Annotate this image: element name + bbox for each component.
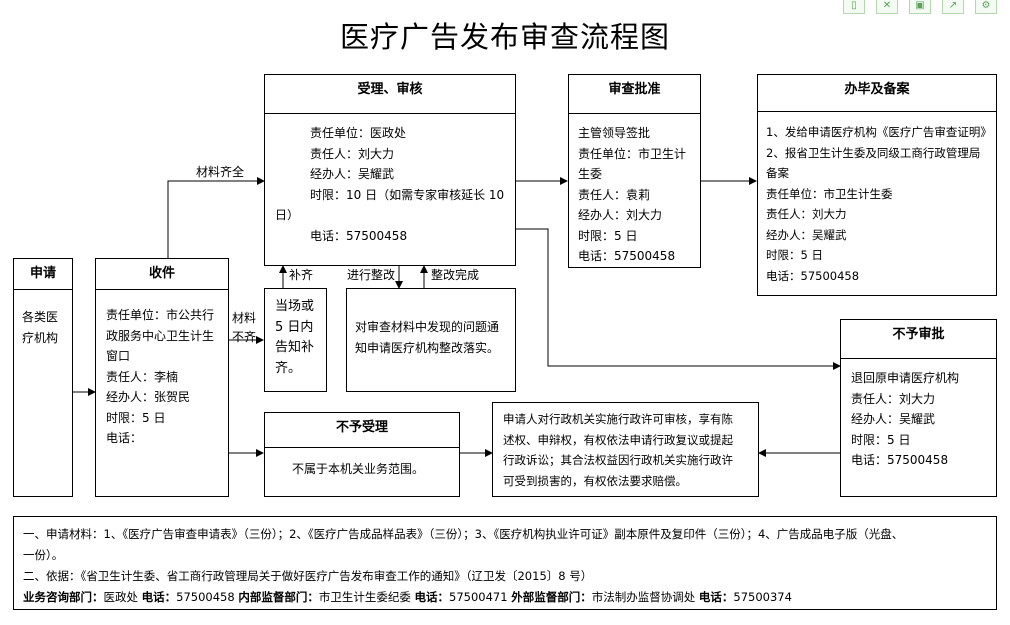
label-rectify: 进行整改	[347, 268, 396, 282]
notes-box: 一、申请材料：1、《医疗广告审查申请表》（三份）；2、《医疗广告成品样品表》（三…	[13, 516, 997, 610]
rights-line3: 行政诉讼；其合法权益因行政机关实施行政许	[503, 453, 733, 467]
notes-phone3: 57500374	[733, 590, 792, 604]
finish-handler: 经办人：吴耀武	[766, 227, 847, 242]
supplement-line3: 告知补	[275, 340, 315, 355]
shuffle-icon[interactable]: ✕	[876, 0, 898, 14]
supplement-line1: 当场或	[275, 299, 315, 314]
approve-sign: 主管领导签批	[578, 126, 651, 140]
rectify-box: 对审查材料中发现的问题通 知申请医疗机构整改落实。	[346, 288, 516, 392]
notes-label-external: 外部监督部门：	[511, 590, 592, 604]
receive-handler: 经办人：张贺民	[106, 390, 191, 404]
apply-box: 申请 各类医 疗机构	[13, 258, 73, 497]
notes-label-consult: 业务咨询部门：	[23, 590, 104, 604]
approve-phone: 电话：57500458	[578, 249, 676, 263]
supplement-line2: 5 日内	[275, 319, 314, 335]
receive-box: 收件 责任单位：市公共行 政服务中心卫生计生 窗口 责任人：李楠 经办人：张贺民…	[95, 258, 229, 497]
approve-handler: 经办人：刘大力	[578, 208, 663, 222]
rectify-line2: 知申请医疗机构整改落实。	[355, 340, 500, 355]
apply-title: 申请	[14, 259, 72, 290]
label-rectify-done: 整改完成	[431, 268, 480, 282]
label-supplement: 补齐	[289, 268, 314, 282]
notes-phone1: 57500458	[176, 590, 235, 604]
rights-box: 申请人对行政机关实施行政许可审核，享有陈 述权、申辩权，有权依法申请行政复议或提…	[492, 402, 759, 497]
notes-external: 市法制办监督协调处	[591, 590, 696, 604]
receive-person: 责任人：李楠	[106, 369, 179, 384]
accept-title: 受理、审核	[265, 75, 515, 114]
apply-line2: 疗机构	[22, 330, 59, 345]
share-icon[interactable]: ↗	[942, 0, 964, 14]
supplement-line4: 齐。	[275, 360, 302, 376]
reject-accept-box: 不予受理 不属于本机关业务范围。	[264, 412, 460, 497]
rights-line4: 可受到损害的，有权依法要求赔偿。	[503, 473, 687, 488]
reject-accept-line1: 不属于本机关业务范围。	[292, 462, 425, 476]
finish-box: 办毕及备案 1、发给申请医疗机构《医疗广告审查证明》 2、报省卫生计生委及同级工…	[757, 74, 997, 296]
approve-unit1: 责任单位：市卫生计	[578, 146, 687, 161]
supplement-box: 当场或 5 日内 告知补 齐。	[264, 288, 327, 392]
accept-handler: 经办人：吴耀武	[310, 167, 395, 181]
approve-unit2: 生委	[578, 167, 603, 181]
settings-icon[interactable]: ⚙	[975, 0, 997, 14]
approve-person: 责任人：袁莉	[578, 187, 651, 202]
copy-icon[interactable]: ▯	[843, 0, 865, 14]
finish-person: 责任人：刘大力	[766, 207, 847, 221]
page-title: 医疗广告发布审查流程图	[339, 20, 670, 54]
notes-consult: 医政处	[103, 590, 139, 604]
reject-approve-line1: 退回原申请医疗机构	[851, 371, 960, 385]
notes-line1: 一、申请材料：1、《医疗广告审查申请表》（三份）；2、《医疗广告成品样品表》（三…	[23, 527, 904, 541]
notes-internal: 市卫生计生委纪委	[318, 590, 411, 604]
accept-phone: 电话：57500458	[310, 228, 408, 243]
finish-title: 办毕及备案	[758, 75, 996, 112]
notes-contacts: 业务咨询部门：医政处 电话：57500458 内部监督部门：市卫生计生委纪委 电…	[23, 587, 987, 608]
receive-unit1: 责任单位：市公共行	[106, 308, 215, 322]
apply-line1: 各类医	[22, 310, 59, 324]
reject-approve-person: 责任人：刘大力	[851, 391, 936, 406]
receive-title: 收件	[96, 259, 228, 290]
rights-line1: 申请人对行政机关实施行政许可审核，享有陈	[503, 412, 733, 426]
accept-unit: 责任单位：医政处	[310, 126, 407, 140]
notes-line3: 二、依据：《省卫生计生委、省工商行政管理局关于做好医疗广告发布审查工作的通知》（…	[23, 569, 593, 583]
finish-unit: 责任单位：市卫生计生委	[766, 186, 893, 201]
approve-box: 审查批准 主管领导签批 责任单位：市卫生计 生委 责任人：袁莉 经办人：刘大力 …	[568, 74, 701, 268]
receive-limit: 时限：5 日	[106, 410, 166, 425]
receive-unit3: 窗口	[106, 349, 131, 363]
finish-item1: 1、发给申请医疗机构《医疗广告审查证明》	[766, 125, 992, 139]
receive-phone: 电话：	[106, 431, 143, 445]
accept-limit1: 时限：10 日（如需专家审核延长 10	[310, 187, 505, 202]
notes-label-phone1: 电话：	[141, 590, 177, 604]
accept-box: 受理、审核 责任单位：医政处 责任人：刘大力 经办人：吴耀武 时限：10 日（如…	[264, 74, 516, 266]
reject-approve-handler: 经办人：吴耀武	[851, 412, 936, 426]
reject-approve-title: 不予审批	[841, 320, 996, 359]
notes-phone2: 57500471	[449, 590, 508, 604]
accept-person: 责任人：刘大力	[310, 146, 395, 161]
notes-label-internal: 内部监督部门：	[238, 590, 319, 604]
finish-phone: 电话：57500458	[766, 268, 860, 283]
approve-limit: 时限：5 日	[578, 228, 638, 243]
reject-approve-box: 不予审批 退回原申请医疗机构 责任人：刘大力 经办人：吴耀武 时限：5 日 电话…	[840, 319, 997, 497]
rights-line2: 述权、申辩权，有权依法申请行政复议或提起	[503, 432, 733, 447]
label-incomplete2: 不齐	[232, 330, 257, 344]
approve-title: 审查批准	[569, 75, 700, 114]
rectify-line1: 对审查材料中发现的问题通	[355, 320, 500, 334]
label-incomplete1: 材料	[232, 311, 257, 325]
label-complete: 材料齐全	[196, 165, 245, 179]
reject-approve-limit: 时限：5 日	[851, 432, 911, 447]
receive-unit2: 政服务中心卫生计生	[106, 328, 215, 343]
notes-line2: 一份）。	[23, 548, 64, 562]
reject-approve-phone: 电话：57500458	[851, 453, 949, 467]
finish-limit: 时限：5 日	[766, 248, 823, 262]
finish-item2b: 备案	[766, 166, 789, 180]
notes-label-phone3: 电话：	[698, 590, 734, 604]
accept-limit2: 日）	[275, 208, 300, 222]
finish-item2a: 2、报省卫生计生委及同级工商行政管理局	[766, 145, 981, 160]
reject-accept-title: 不予受理	[265, 413, 459, 448]
notes-label-phone2: 电话：	[414, 590, 450, 604]
save-icon[interactable]: ▣	[909, 0, 931, 14]
